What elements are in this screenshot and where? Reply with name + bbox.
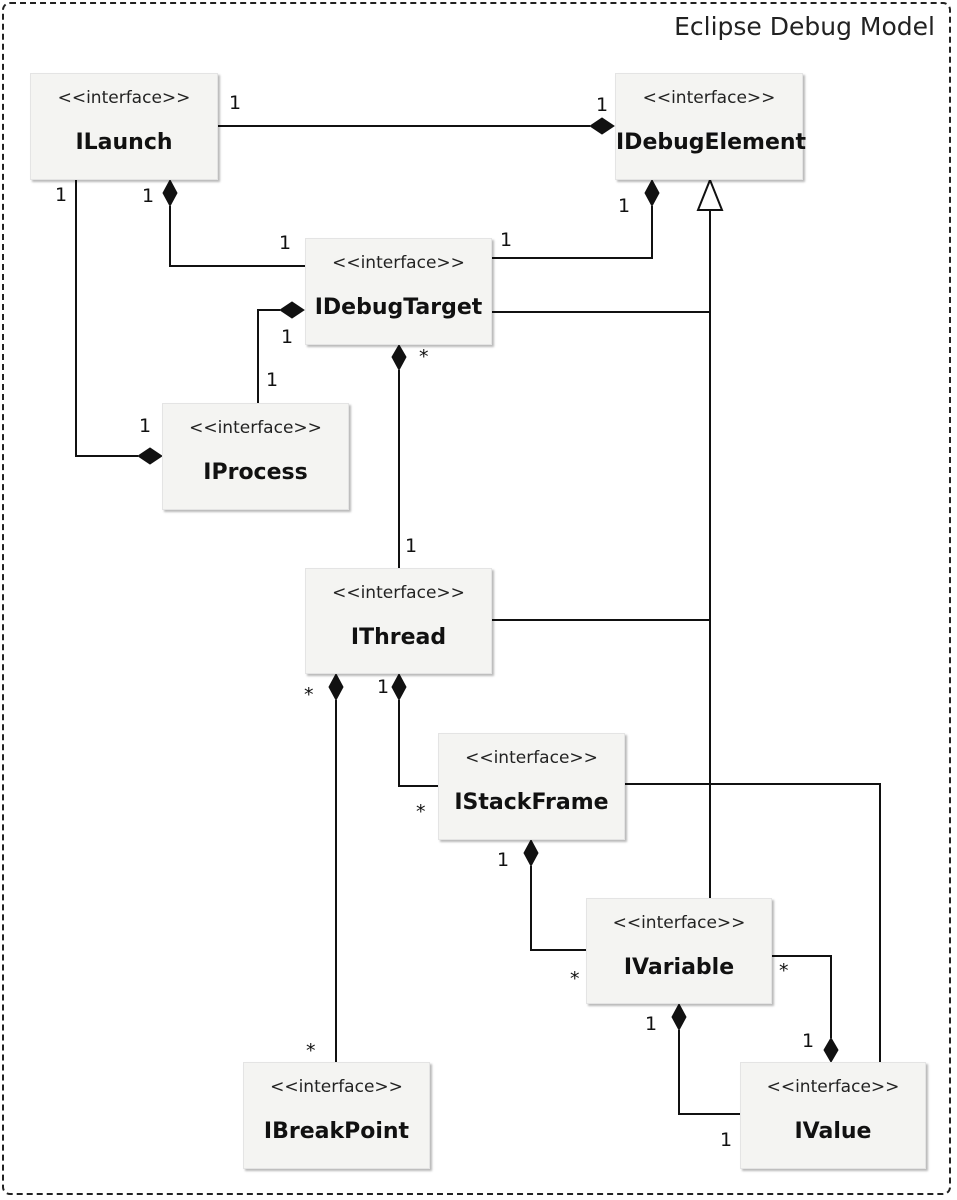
assoc-target-element	[492, 206, 653, 259]
class-name: IValue	[794, 1119, 872, 1144]
multiplicity-label: 1	[497, 849, 510, 871]
multiplicity-label: *	[779, 960, 789, 982]
generalization-arrowhead	[696, 177, 724, 211]
class-ivalue[interactable]: <<interface>> IValue	[740, 1062, 926, 1169]
multiplicity-label: 1	[645, 1013, 658, 1035]
class-name: IDebugTarget	[314, 295, 483, 320]
multiplicity-label: 1	[139, 415, 152, 437]
stereotype-label: <<interface>>	[332, 583, 465, 603]
stereotype-label: <<interface>>	[766, 1077, 900, 1097]
composition-diamond-element-bottom	[644, 178, 660, 208]
class-idebugtarget[interactable]: <<interface>> IDebugTarget	[305, 238, 492, 345]
class-name: IStackFrame	[454, 790, 609, 815]
stereotype-label: <<interface>>	[465, 748, 598, 768]
composition-diamond-target-left	[279, 301, 305, 319]
multiplicity-label: 1	[142, 185, 155, 207]
composition-diamond-launch-bottom	[162, 178, 178, 208]
class-ilaunch[interactable]: <<interface>> ILaunch	[30, 73, 218, 180]
multiplicity-label: 1	[720, 1129, 733, 1151]
stereotype-label: <<interface>>	[189, 418, 322, 438]
class-ithread[interactable]: <<interface>> IThread	[305, 568, 492, 674]
stereotype-label: <<interface>>	[642, 88, 776, 108]
assoc-launch-target	[169, 206, 305, 267]
composition-diamond-variable-bottom	[671, 1002, 687, 1032]
class-ibreakpoint[interactable]: <<interface>> IBreakPoint	[243, 1062, 430, 1169]
composition-diamond-thread-right	[391, 672, 407, 702]
class-name: IBreakPoint	[263, 1119, 410, 1144]
composition-diamond-thread-left	[328, 672, 344, 702]
composition-diamond-value-top	[823, 1037, 839, 1063]
class-idebugelement[interactable]: <<interface>> IDebugElement	[615, 73, 807, 180]
assoc-thread-frame	[398, 700, 438, 787]
multiplicity-label: *	[306, 1040, 316, 1062]
multiplicity-label: 1	[281, 326, 294, 348]
multiplicity-label: 1	[596, 94, 609, 116]
class-name: IThread	[350, 625, 447, 650]
assoc-launch-process	[75, 180, 138, 457]
multiplicity-label: *	[416, 801, 426, 823]
multiplicity-label: *	[419, 346, 429, 368]
multiplicity-label: 1	[229, 92, 242, 114]
multiplicity-label: 1	[405, 535, 418, 557]
multiplicity-label: *	[570, 968, 580, 990]
class-iprocess[interactable]: <<interface>> IProcess	[162, 403, 349, 510]
class-istackframe[interactable]: <<interface>> IStackFrame	[438, 733, 625, 840]
assoc-frame-variable	[530, 866, 586, 951]
multiplicity-label: 1	[279, 232, 292, 254]
stereotype-label: <<interface>>	[57, 88, 191, 108]
composition-diamond-target-bottom	[391, 344, 407, 372]
composition-diamond-frame-bottom	[523, 838, 539, 868]
generalization-frame-value	[625, 783, 881, 1062]
multiplicity-label: 1	[377, 676, 390, 698]
multiplicity-label: 1	[802, 1030, 815, 1052]
assoc-target-process	[257, 309, 280, 403]
multiplicity-label: 1	[618, 195, 631, 217]
composition-diamond-element	[589, 117, 615, 135]
stereotype-label: <<interface>>	[332, 253, 465, 273]
class-name: IProcess	[203, 460, 308, 485]
assoc-value-variable	[678, 1030, 740, 1115]
multiplicity-label: 1	[500, 229, 513, 251]
class-name: ILaunch	[75, 130, 173, 155]
multiplicity-label: 1	[266, 369, 279, 391]
stereotype-label: <<interface>>	[612, 913, 746, 933]
composition-diamond-process-left	[137, 447, 163, 465]
class-ivariable[interactable]: <<interface>> IVariable	[586, 898, 772, 1004]
class-name: IDebugElement	[616, 130, 807, 155]
stereotype-label: <<interface>>	[270, 1077, 403, 1097]
assoc-variable-value	[772, 955, 832, 1038]
multiplicity-label: *	[304, 684, 314, 706]
diagram-title: Eclipse Debug Model	[674, 12, 935, 41]
class-name: IVariable	[623, 955, 735, 980]
multiplicity-label: 1	[55, 184, 68, 206]
